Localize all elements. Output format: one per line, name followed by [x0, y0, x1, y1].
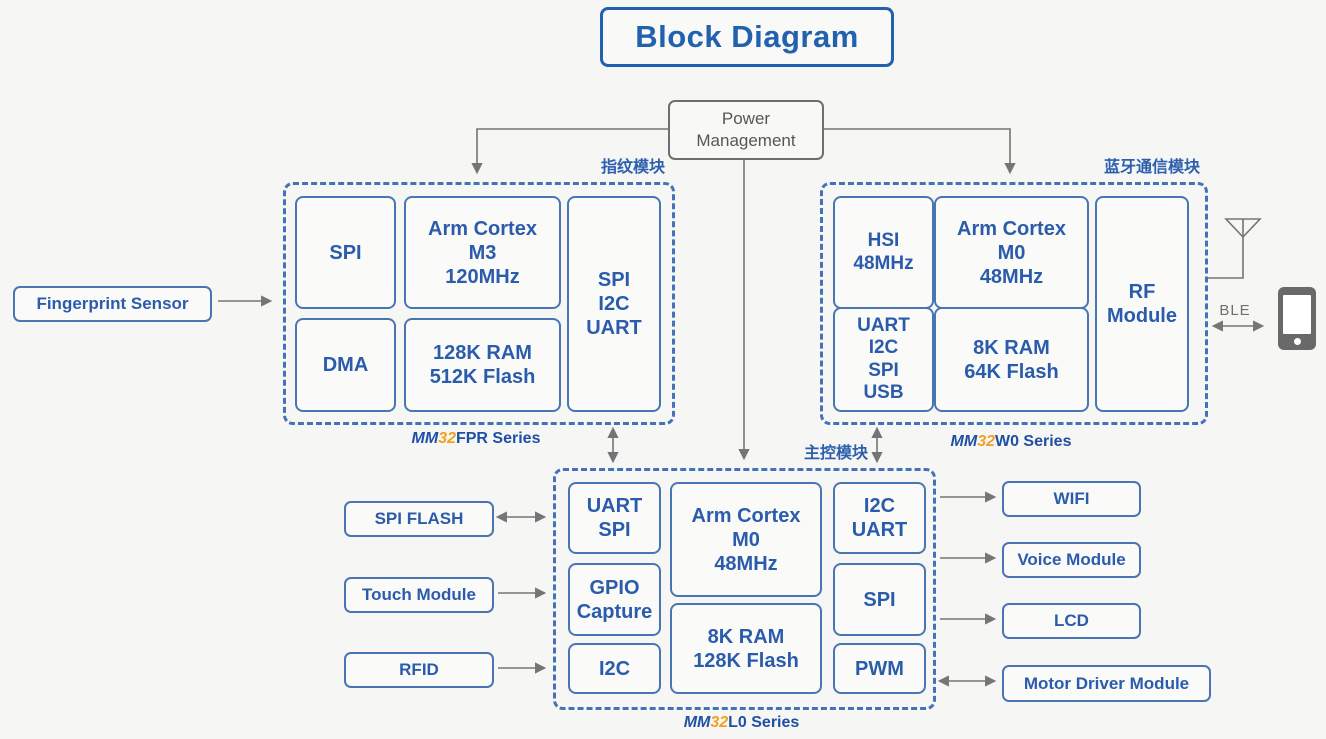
page-title: Block Diagram [600, 7, 894, 67]
node-rfid: RFID [344, 652, 494, 688]
block-w0-memory: 8K RAM 64K Flash [934, 307, 1089, 412]
antenna-icon [1207, 218, 1262, 279]
block-l0-cpu: Arm Cortex M0 48MHz [670, 482, 822, 597]
block-w0-rf-module: RF Module [1095, 196, 1189, 412]
block-l0-gpio-capture: GPIO Capture [568, 563, 661, 636]
block-w0-hsi: HSI 48MHz [833, 196, 934, 309]
block-l0-i2c: I2C [568, 643, 661, 694]
node-voice-module: Voice Module [1002, 542, 1141, 578]
node-lcd: LCD [1002, 603, 1141, 639]
series-label-w0: MM32W0 Series [820, 433, 1202, 451]
ble-label: BLE [1219, 302, 1251, 319]
series-w0-mm: MM [950, 433, 978, 450]
node-fingerprint-sensor: Fingerprint Sensor [13, 286, 212, 322]
block-fpr-memory: 128K RAM 512K Flash [404, 318, 561, 412]
series-fpr-32: 32 [438, 430, 456, 447]
module-bluetooth-tag: 蓝牙通信模块 [1103, 159, 1200, 176]
block-fpr-periph: SPI I2C UART [567, 196, 661, 412]
module-bluetooth [820, 182, 1208, 425]
power-management-node: Power Management [668, 100, 824, 160]
block-l0-memory: 8K RAM 128K Flash [670, 603, 822, 694]
module-fingerprint-tag: 指纹模块 [600, 159, 665, 176]
module-fingerprint [283, 182, 675, 425]
series-w0-name: W0 Series [994, 433, 1072, 450]
module-main [553, 468, 936, 710]
phone-home-button [1293, 338, 1301, 345]
module-main-tag: 主控模块 [803, 445, 868, 462]
series-label-l0: MM32L0 Series [553, 714, 930, 732]
block-l0-uart-spi: UART SPI [568, 482, 661, 554]
series-l0-mm: MM [683, 714, 711, 731]
block-fpr-spi: SPI [295, 196, 396, 309]
node-spi-flash: SPI FLASH [344, 501, 494, 537]
series-l0-32: 32 [710, 714, 729, 731]
node-motor-driver-module: Motor Driver Module [1002, 665, 1211, 702]
series-w0-32: 32 [977, 433, 995, 450]
phone-icon [1278, 287, 1316, 350]
node-wifi: WIFI [1002, 481, 1141, 517]
series-label-fpr: MM32FPR Series [283, 430, 669, 448]
node-touch-module: Touch Module [344, 577, 494, 613]
block-l0-i2c-uart: I2C UART [833, 482, 926, 554]
phone-screen [1283, 295, 1311, 334]
block-l0-spi: SPI [833, 563, 926, 636]
series-l0-name: L0 Series [728, 714, 800, 731]
block-w0-cpu: Arm Cortex M0 48MHz [934, 196, 1089, 309]
series-fpr-name: FPR Series [455, 430, 541, 447]
block-w0-periph: UART I2C SPI USB [833, 307, 934, 412]
block-l0-pwm: PWM [833, 643, 926, 694]
block-fpr-cpu: Arm Cortex M3 120MHz [404, 196, 561, 309]
series-fpr-mm: MM [411, 430, 439, 447]
block-fpr-dma: DMA [295, 318, 396, 412]
